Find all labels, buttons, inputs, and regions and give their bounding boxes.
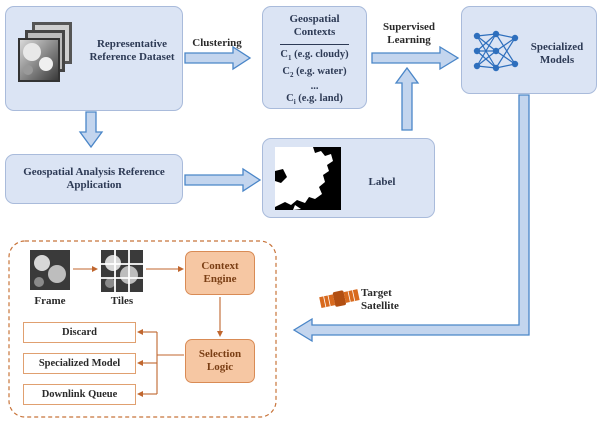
- context-item: Ci (e.g. land): [286, 93, 343, 107]
- context-engine-label: Context Engine: [201, 260, 239, 285]
- specialized-model-output: Specialized Model: [23, 353, 136, 374]
- onboard-arrowheads: [92, 266, 223, 397]
- onboard-arrows: [73, 268, 221, 395]
- tiles-label: Tiles: [110, 295, 134, 307]
- onboard-panel: [8, 240, 277, 418]
- label-up-arrow: [394, 66, 420, 131]
- satellite-image-stack-icon: [18, 22, 72, 82]
- context-engine-box: Context Engine: [185, 251, 255, 295]
- models-box: [461, 6, 597, 94]
- application-to-label-arrow: [184, 167, 262, 193]
- context-ellipsis: ...: [310, 81, 319, 93]
- clustering-label: Clustering: [192, 37, 242, 49]
- clustering-arrow: [184, 45, 252, 71]
- neural-network-icon: [473, 30, 519, 72]
- application-box: [5, 154, 183, 204]
- selection-logic-label: Selection Logic: [198, 348, 242, 373]
- dataset-title: Representative Reference Dataset: [89, 38, 175, 63]
- models-to-satellite-arrow: [292, 94, 530, 343]
- contexts-title: Geospatial Contexts: [289, 13, 340, 38]
- application-title: Geospatial Analysis Reference Applicatio…: [23, 166, 165, 191]
- context-item: C2 (e.g. water): [282, 66, 347, 80]
- contexts-divider: [280, 44, 349, 45]
- supervised-to-models-arrow: [371, 45, 460, 71]
- frame-thumbnail-icon: [30, 250, 70, 290]
- downlink-queue-output: Downlink Queue: [23, 384, 136, 405]
- context-item: C1 (e.g. cloudy): [280, 49, 349, 63]
- satellite-icon: [319, 289, 360, 309]
- dataset-down-arrow: [78, 111, 104, 149]
- selection-logic-box: Selection Logic: [185, 339, 255, 383]
- tiles-grid-icon: [101, 250, 143, 292]
- satellite-label: Target Satellite: [361, 287, 399, 312]
- contexts-box: [262, 6, 367, 109]
- frame-label: Frame: [34, 295, 66, 307]
- contexts-list: C1 (e.g. cloudy) C2 (e.g. water) ... Ci …: [262, 48, 367, 109]
- supervised-learning-label: Supervised Learning: [383, 21, 435, 46]
- discard-output: Discard: [23, 322, 136, 343]
- binary-mask-icon: [275, 147, 341, 210]
- label-title: Label: [368, 176, 396, 188]
- models-title: Specialized Models: [530, 41, 584, 66]
